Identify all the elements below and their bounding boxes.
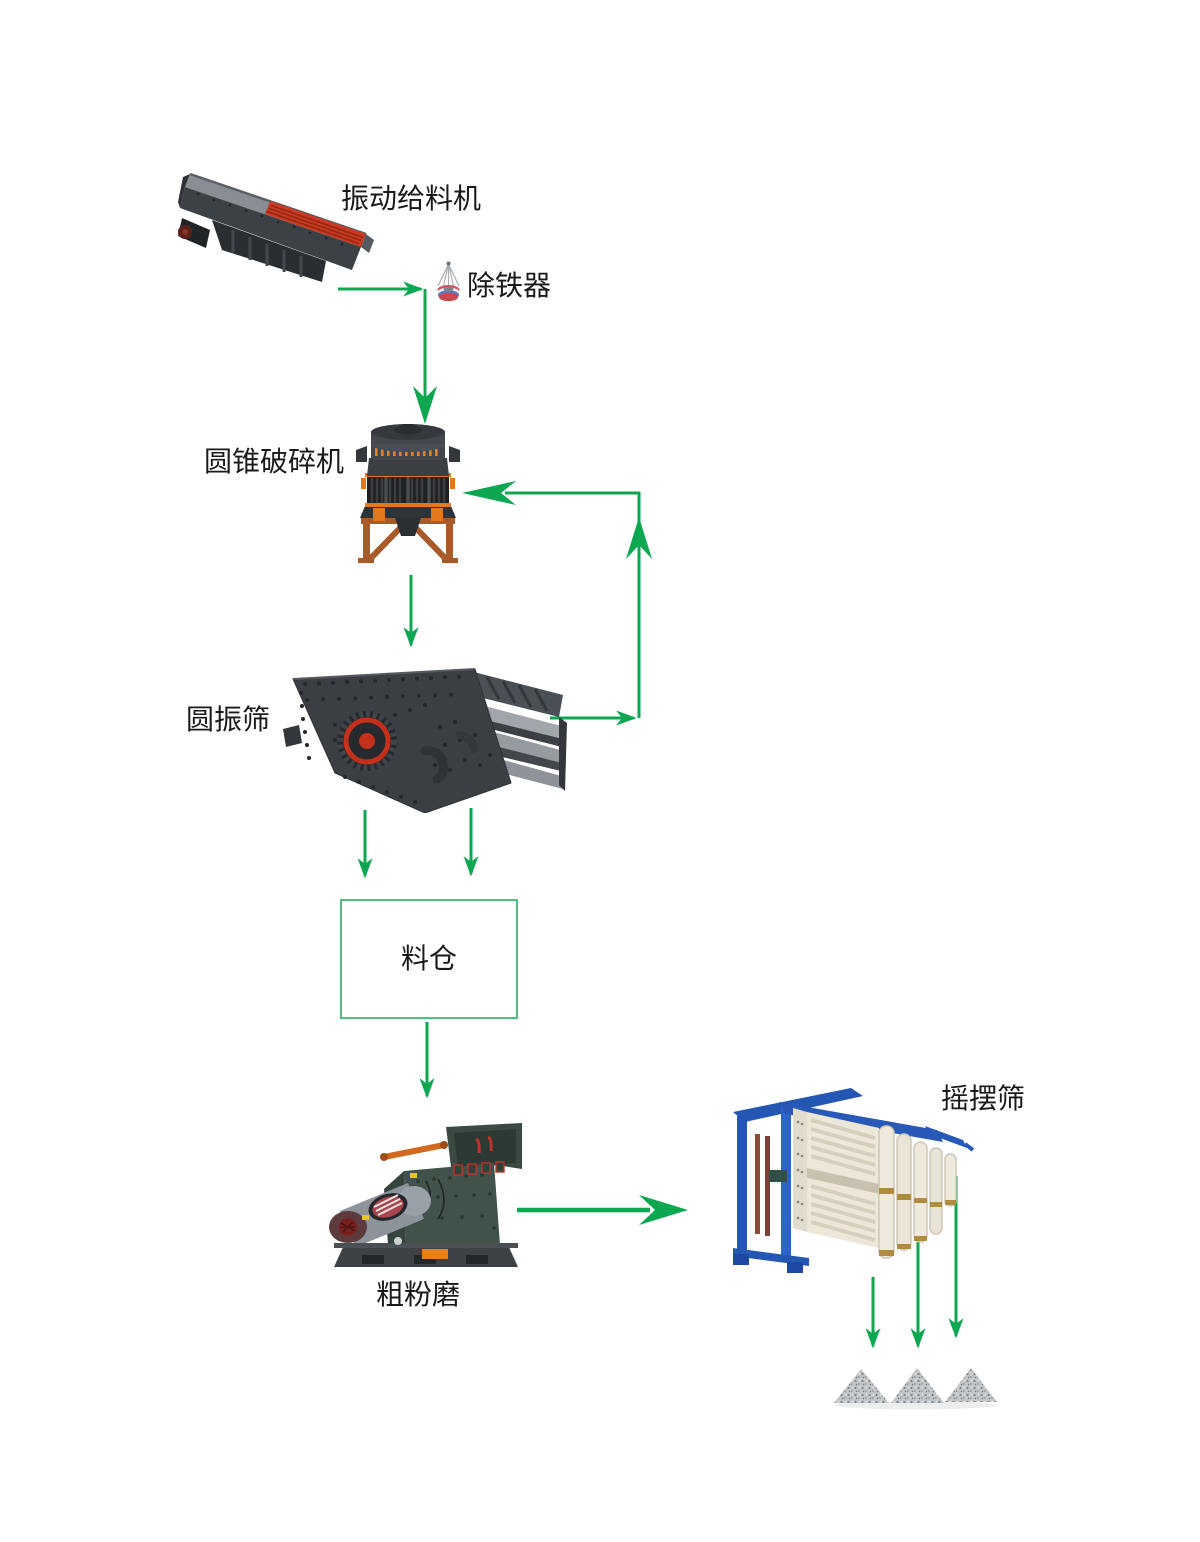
- pile-1: [834, 1369, 889, 1403]
- coarse-mill-label: 粗粉磨: [376, 1278, 461, 1311]
- bin-label: 料仓: [400, 941, 457, 975]
- circular-vibrating-screen-image: [283, 668, 567, 813]
- iron-remover-label: 除铁器: [467, 269, 552, 302]
- arrowhead-recirc-up: [626, 517, 652, 559]
- swing-screen-label: 摇摆筛: [941, 1082, 1026, 1115]
- coarse-powder-mill-image: [329, 1123, 522, 1267]
- vibrating-screen-label: 圆振筛: [186, 703, 271, 736]
- iron-remover-icon: [437, 261, 460, 302]
- pile-3: [945, 1368, 997, 1402]
- cone-crusher-image: [356, 424, 460, 563]
- feeder-label: 振动给料机: [341, 182, 482, 215]
- swing-screen-image: [733, 1088, 974, 1273]
- arrowhead-recirc-into-crusher: [462, 481, 516, 505]
- vibrating-feeder-image: [178, 172, 374, 282]
- arrowhead-big-right: [639, 1195, 688, 1225]
- pile-2: [891, 1368, 944, 1403]
- product-piles-image: [834, 1368, 997, 1410]
- material-bin-box: 料仓: [340, 899, 518, 1019]
- cone-crusher-label: 圆锥破碎机: [204, 445, 345, 478]
